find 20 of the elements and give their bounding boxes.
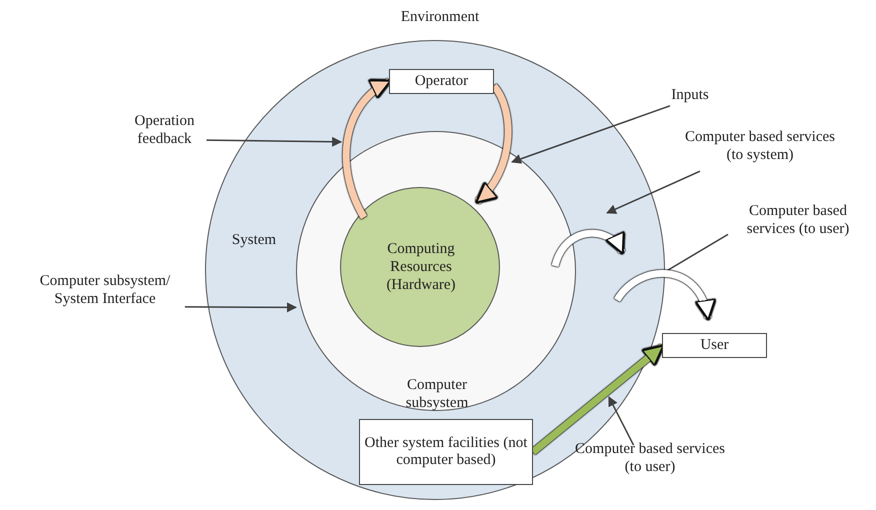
heading-label: Environment (400, 8, 480, 26)
operator-box: Operator (389, 69, 494, 94)
callout-text: Computer based services (to user) (575, 440, 725, 476)
leader-line (606, 170, 700, 214)
callout-text: Inputs (650, 86, 730, 104)
leader-line (184, 302, 297, 312)
callout-text: Computer subsystem/ System Interface (20, 272, 190, 308)
callout-text: Computer based services (to system) (685, 128, 835, 164)
facilities-box: Other system facilities (not computer based) (359, 419, 533, 485)
circle-label: Computer subsystem (404, 376, 470, 412)
callout-text: Computer based services (to user) (728, 202, 868, 238)
curved-arrow (475, 84, 512, 204)
circle-label: Computing Resources (Hardware) (385, 240, 457, 294)
leader-line (511, 105, 670, 164)
user-box: User (662, 333, 767, 358)
circle-label: System (230, 231, 278, 249)
leader-line (608, 396, 634, 446)
leader-line (206, 136, 342, 147)
leader-line (664, 234, 728, 272)
callout-text: Operation feedback (112, 112, 217, 148)
